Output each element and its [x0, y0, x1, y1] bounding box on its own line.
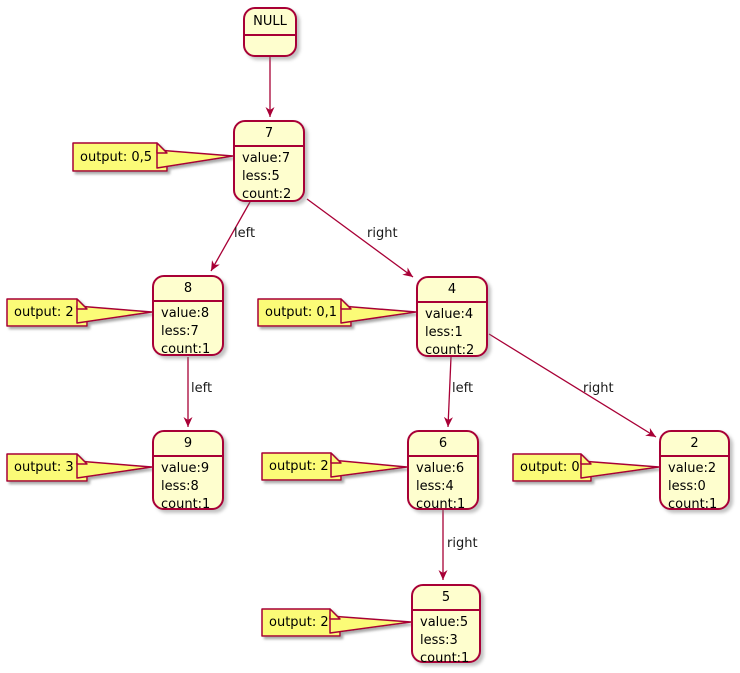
node-field-value: value:2 [668, 461, 717, 476]
node-separator [413, 609, 479, 611]
edge-label-4-2: right [583, 381, 614, 396]
node-field-less: less:5 [242, 169, 280, 184]
note-pointer [330, 459, 408, 478]
node-4: 4 value:4 less:1 count:2 [416, 276, 488, 360]
node-field-count: count:1 [668, 497, 718, 512]
note-output-node-8: output: 2 [14, 305, 74, 320]
node-8: 8 value:8 less:7 count:1 [152, 275, 224, 359]
edge-arrow-4-to-2 [488, 333, 657, 438]
edges-group [183, 57, 657, 580]
note-pointer [329, 615, 412, 634]
node-field-value: value:5 [420, 615, 469, 630]
node-title: 8 [183, 281, 193, 296]
node-field-less: less:0 [668, 479, 706, 494]
note-output-node-2: output: 0 [520, 460, 580, 475]
node-body: value:6 less:4 count:1 [409, 457, 477, 514]
note-pointer [76, 305, 153, 324]
note-fold-icon [580, 453, 592, 465]
edge-arrow-4-to-6 [443, 356, 453, 428]
node-field-value: value:7 [242, 151, 291, 166]
edge-label-7-8: left [234, 226, 256, 241]
node-title: 6 [438, 436, 448, 451]
node-field-value: value:9 [161, 461, 210, 476]
note-output-node-7: output: 0,5 [80, 149, 153, 165]
edge-label-4-6: left [452, 381, 474, 396]
node-5: 5 value:5 less:3 count:1 [411, 584, 481, 666]
edge-label-8-9: left [191, 381, 213, 396]
note-fold-icon [330, 452, 342, 464]
node-separator [245, 34, 295, 36]
node-title: 9 [183, 436, 193, 451]
node-7: 7 value:7 less:5 count:2 [233, 120, 305, 202]
node-separator [418, 301, 486, 303]
edge-label-6-5: right [447, 536, 478, 551]
note-fold-icon [156, 142, 168, 154]
node-9: 9 value:9 less:8 count:1 [152, 430, 224, 512]
node-field-less: less:8 [161, 479, 199, 494]
node-field-count: count:2 [242, 187, 292, 202]
note-fold-icon [76, 298, 88, 310]
edge-label-7-4: right [367, 226, 398, 241]
node-field-value: value:6 [416, 461, 465, 476]
node-separator [409, 455, 477, 457]
node-body: value:8 less:7 count:1 [154, 302, 222, 359]
node-field-less: less:7 [161, 324, 199, 339]
node-field-count: count:2 [425, 343, 475, 358]
note-pointer [76, 460, 153, 479]
note-output-node-9: output: 3 [14, 460, 74, 475]
node-separator [661, 455, 728, 457]
node-field-less: less:1 [425, 325, 463, 340]
note-output-node-4: output: 0,1 [265, 305, 338, 320]
node-null: NULL [243, 7, 297, 57]
node-separator [154, 455, 222, 457]
node-field-count: count:1 [420, 651, 470, 666]
node-field-count: count:1 [161, 497, 211, 512]
note-pointer [156, 149, 234, 169]
node-field-value: value:4 [425, 307, 474, 322]
node-field-less: less:3 [420, 633, 458, 648]
note-fold-icon [76, 453, 88, 465]
node-body: value:5 less:3 count:1 [413, 611, 479, 668]
note-pointer [340, 305, 417, 324]
node-title: NULL [253, 14, 287, 29]
node-6: 6 value:6 less:4 count:1 [407, 430, 479, 512]
node-field-count: count:1 [161, 342, 211, 357]
node-body: value:9 less:8 count:1 [154, 457, 222, 514]
notes-group [6, 142, 660, 637]
node-field-value: value:8 [161, 306, 210, 321]
node-separator [154, 300, 222, 302]
note-output-node-5: output: 2 [269, 615, 329, 630]
node-title: 4 [447, 282, 457, 297]
node-body: value:2 less:0 count:1 [661, 457, 728, 514]
node-body: value:7 less:5 count:2 [235, 147, 303, 204]
note-output-node-6: output: 2 [269, 459, 329, 474]
node-field-count: count:1 [416, 497, 466, 512]
node-body: value:4 less:1 count:2 [418, 303, 486, 360]
note-fold-icon [340, 298, 352, 310]
node-title: 7 [264, 126, 274, 141]
node-field-less: less:4 [416, 479, 454, 494]
node-2: 2 value:2 less:0 count:1 [659, 430, 730, 512]
edge-arrow-7-to-8 [210, 201, 251, 272]
note-fold-icon [329, 608, 341, 620]
note-pointer [580, 460, 660, 479]
node-title: 2 [690, 436, 699, 451]
node-separator [235, 145, 303, 147]
edge-arrow-7-to-4 [306, 198, 414, 278]
node-body [245, 36, 295, 39]
node-title: 5 [441, 590, 451, 605]
